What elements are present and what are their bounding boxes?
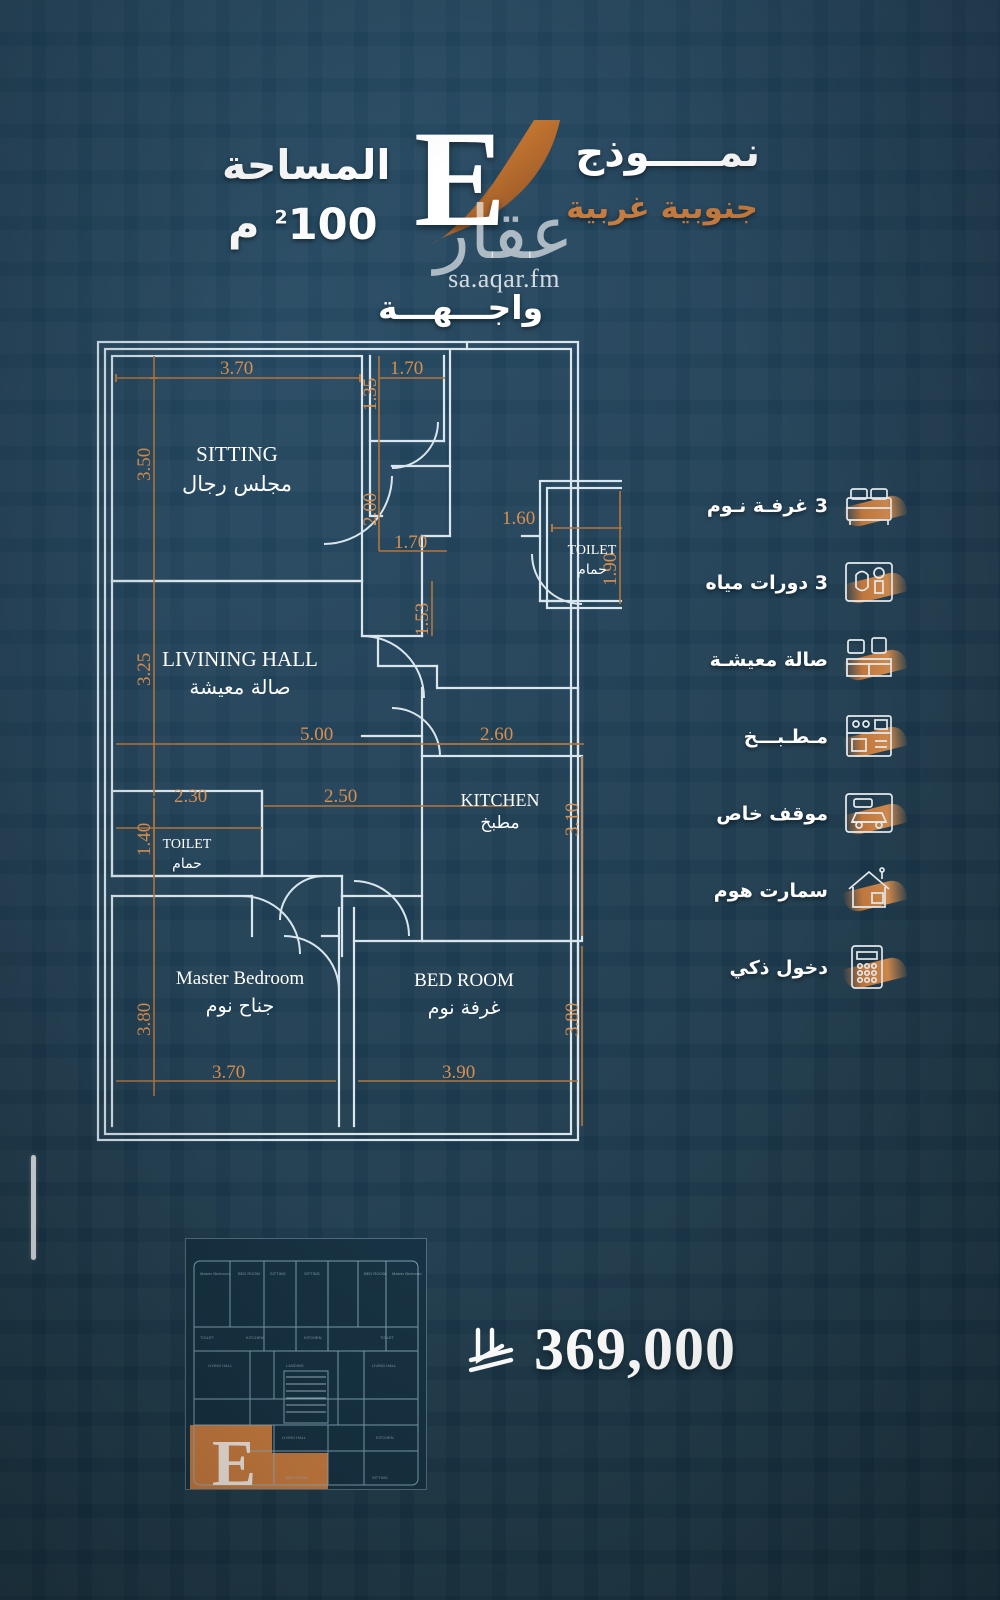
dim-toilet2-width: 2.30 (174, 786, 207, 807)
dim-entry-bottom-width: 1.70 (394, 532, 427, 553)
living-room-icon (838, 632, 908, 688)
room-label-sitting-ar: مجلس رجال (182, 472, 292, 496)
room-label-sitting-en: SITTING (196, 442, 278, 466)
area-value: 2100 م (228, 200, 378, 250)
poster-header: المساحة 2100 م E نمـــــوذج جنوبية غربية… (0, 58, 1000, 328)
svg-text:TOILET: TOILET (380, 1335, 394, 1340)
dim-sitting-width: 3.70 (220, 358, 253, 379)
svg-text:SITTING: SITTING (372, 1475, 388, 1480)
room-label-master-en: Master Bedroom (176, 968, 304, 989)
feature-item-smart-entry: دخول ذكي (690, 932, 908, 1004)
svg-text:BED ROOM: BED ROOM (364, 1271, 386, 1276)
feature-label-bedrooms: 3 غرفـة نـوم (706, 495, 828, 517)
riyal-symbol-icon (468, 1327, 514, 1372)
dim-toilet2-height: 1.40 (134, 823, 155, 856)
scrollbar-indicator[interactable] (31, 1155, 36, 1260)
dim-master-width: 3.70 (212, 1062, 245, 1083)
feature-label-smart-home: سمارت هوم (713, 880, 828, 902)
room-label-bed-ar: غرفة نوم (428, 997, 501, 1019)
feature-item-living-room: صالة معيشـة (690, 624, 908, 696)
bathroom-icon (838, 555, 908, 611)
dim-kitchen-height: 3.10 (562, 803, 583, 836)
feature-item-parking: موقف خاص (690, 778, 908, 850)
dim-entry-vertical: 2.00 (360, 493, 381, 526)
parking-icon (838, 786, 908, 842)
dim-toilet1-height: 1.90 (600, 553, 621, 586)
direction-label: جنوبية غربية (566, 190, 758, 226)
dim-hall-height: 3.25 (134, 653, 155, 686)
room-label-hall-ar: صالة معيشة (189, 675, 290, 699)
facade-label: واجـــهـــة (378, 288, 544, 327)
room-label-bed-en: BED ROOM (414, 970, 514, 991)
swoosh-decoration (432, 120, 560, 244)
feature-label-living-room: صالة معيشـة (709, 649, 828, 671)
area-label: المساحة (222, 141, 391, 189)
svg-text:SITTING: SITTING (304, 1271, 320, 1276)
room-label-toilet2-en: TOILET (163, 837, 212, 852)
feature-item-bedrooms: 3 غرفـة نـوم (690, 470, 908, 542)
smart-entry-icon (838, 940, 908, 996)
model-label: نمـــــوذج (575, 130, 760, 176)
smart-home-icon (838, 863, 908, 919)
room-label-master-ar: جناح نوم (206, 995, 274, 1017)
svg-text:BED ROOM: BED ROOM (238, 1271, 260, 1276)
dim-bed-height: 3.80 (562, 1003, 583, 1036)
svg-text:TOILET: TOILET (200, 1335, 214, 1340)
dim-entry-small-height: 1.35 (360, 378, 381, 411)
price-value: 369,000 (534, 1316, 736, 1382)
dim-bed-width: 3.90 (442, 1062, 475, 1083)
svg-text:BED ROOM: BED ROOM (286, 1475, 308, 1480)
svg-text:LIVING HALL: LIVING HALL (372, 1363, 397, 1368)
dim-mid-width: 2.50 (324, 786, 357, 807)
dim-kitchen-width: 2.60 (480, 724, 513, 745)
unit-letter: E (414, 102, 507, 255)
svg-text:LANDING: LANDING (286, 1363, 304, 1368)
svg-text:LIVING HALL: LIVING HALL (208, 1363, 233, 1368)
area-unit-exponent: 2 (274, 206, 288, 229)
feature-item-smart-home: سمارت هوم (690, 855, 908, 927)
price-block: 369,000 (468, 1315, 736, 1384)
svg-text:Master Bedroom: Master Bedroom (392, 1271, 422, 1276)
feature-item-kitchen: مـطـبـــخ (690, 701, 908, 773)
dim-entry-top-width: 1.70 (390, 358, 423, 379)
unit-letter-logo: E (404, 110, 564, 266)
mini-plan-unit-letter: E (212, 1427, 256, 1489)
feature-item-bathrooms: 3 دورات مياه (690, 547, 908, 619)
dim-corridor-height: 1.53 (412, 603, 433, 636)
room-label-kitchen-en: KITCHEN (461, 790, 540, 810)
room-label-kitchen-ar: مطبخ (480, 813, 519, 833)
area-value-text: 100 م (228, 200, 378, 250)
feature-label-kitchen: مـطـبـــخ (743, 726, 828, 748)
room-label-toilet1-ar: حمام (577, 562, 607, 578)
bedroom-icon (838, 478, 908, 534)
feature-label-smart-entry: دخول ذكي (729, 957, 828, 979)
dim-toilet1-width: 1.60 (502, 508, 535, 529)
svg-text:LIVING HALL: LIVING HALL (282, 1435, 307, 1440)
dim-sitting-height: 3.50 (134, 448, 155, 481)
room-label-hall-en: LIVINING HALL (162, 647, 318, 671)
svg-text:Master Bedroom: Master Bedroom (200, 1271, 230, 1276)
dim-hall-width: 5.00 (300, 724, 333, 745)
floor-plan-drawing: 3.70 1.70 1.70 1.60 5.00 2.30 2.50 2.60 … (96, 340, 622, 1142)
feature-label-parking: موقف خاص (716, 803, 828, 825)
feature-label-bathrooms: 3 دورات مياه (705, 572, 828, 594)
svg-text:SITTING: SITTING (270, 1271, 286, 1276)
floor-plan: 3.70 1.70 1.70 1.60 5.00 2.30 2.50 2.60 … (92, 336, 622, 1146)
dim-master-height: 3.80 (134, 1003, 155, 1036)
svg-text:KITCHEN: KITCHEN (304, 1335, 322, 1340)
room-label-toilet1-en: TOILET (568, 543, 617, 558)
kitchen-icon (838, 709, 908, 765)
room-label-toilet2-ar: حمام (172, 856, 202, 872)
svg-text:KITCHEN: KITCHEN (246, 1335, 264, 1340)
features-list: 3 غرفـة نـوم 3 دورات مياه (690, 470, 908, 1009)
svg-text:KITCHEN: KITCHEN (376, 1435, 394, 1440)
